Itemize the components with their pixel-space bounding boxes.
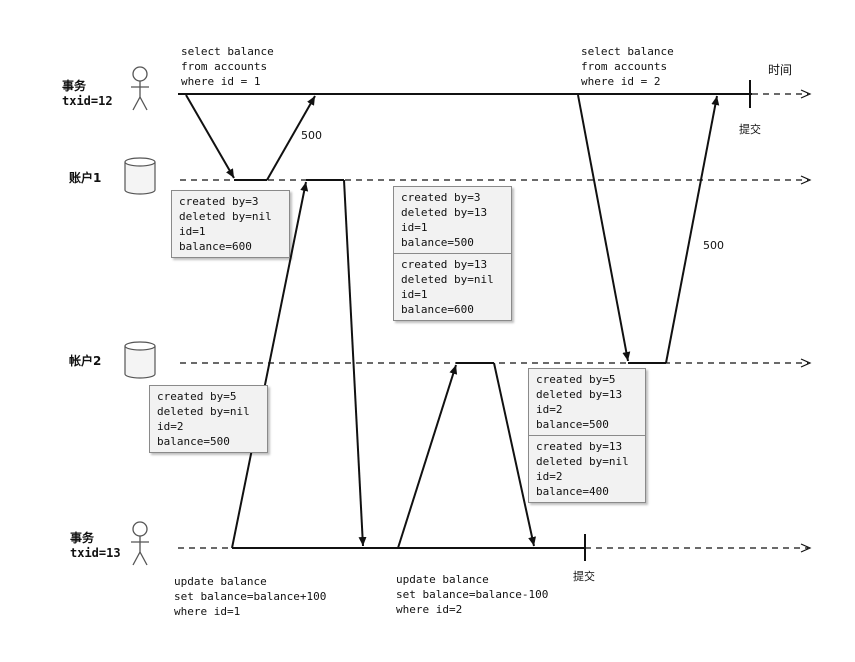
tx13-label: 事务 — [70, 531, 95, 545]
tx13-lane-label: 事务 txid=13 — [70, 531, 121, 561]
tx12-lane-label: 事务 txid=12 — [62, 79, 113, 109]
acct1-database-icon — [124, 157, 156, 195]
acct2-record-v1: created by=5 deleted by=nil id=2 balance… — [157, 390, 250, 448]
tx12-actor-icon — [131, 66, 149, 111]
tx13-update-account2: update balance set balance=balance-100 w… — [396, 573, 549, 616]
tx12-read2-response-arrow — [665, 95, 720, 364]
tx12-txid: txid=12 — [62, 94, 113, 108]
tx13-actor-icon — [131, 521, 149, 566]
acct1-lifeline — [180, 175, 812, 185]
tx13-txid: txid=13 — [70, 546, 121, 560]
tx12-read2-request-arrow — [577, 94, 631, 362]
acct2-record-new-version: created by=13 deleted by=nil id=2 balanc… — [529, 435, 645, 502]
acct2-database-icon — [124, 341, 156, 379]
tx12-commit-label: 提交 — [739, 123, 761, 136]
read2-result-label: 500 — [703, 239, 724, 252]
tx12-read1-request-arrow — [185, 94, 235, 179]
acct2-record-old-version: created by=5 deleted by=13 id=2 balance=… — [536, 373, 623, 431]
tx12-query-account1: select balance from accounts where id = … — [181, 45, 274, 88]
tx13-update1-request-arrow — [231, 181, 309, 549]
tx13-commit-label: 提交 — [573, 570, 595, 583]
tx12-label: 事务 — [62, 79, 87, 93]
time-axis-label: 时间 — [768, 63, 793, 77]
acct1-record-v1: created by=3 deleted by=nil id=1 balance… — [179, 195, 272, 253]
message-flows — [185, 94, 720, 549]
acct1-initial-record-box: created by=3 deleted by=nil id=1 balance… — [171, 190, 290, 258]
acct2-initial-record-box: created by=5 deleted by=nil id=2 balance… — [149, 385, 268, 453]
read1-result-label: 500 — [301, 129, 322, 142]
acct1-record-new-version: created by=13 deleted by=nil id=1 balanc… — [394, 253, 511, 320]
tx13-update2-request-arrow — [397, 364, 458, 549]
tx13-update1-response-arrow — [343, 179, 367, 547]
acct1-lane-label: 账户1 — [69, 171, 102, 185]
acct1-record-old-version: created by=3 deleted by=13 id=1 balance=… — [401, 191, 488, 249]
acct1-versions-record-box: created by=3 deleted by=13 id=1 balance=… — [393, 186, 512, 321]
tx13-update2-response-arrow — [493, 362, 536, 547]
acct2-versions-record-box: created by=5 deleted by=13 id=2 balance=… — [528, 368, 646, 503]
acct2-lane-label: 帐户2 — [69, 354, 102, 368]
tx12-timeline — [178, 80, 812, 108]
tx12-read1-response-arrow — [266, 95, 316, 181]
tx12-query-account2: select balance from accounts where id = … — [581, 45, 674, 88]
tx13-update-account1: update balance set balance=balance+100 w… — [174, 575, 327, 618]
tx13-timeline — [178, 534, 812, 561]
